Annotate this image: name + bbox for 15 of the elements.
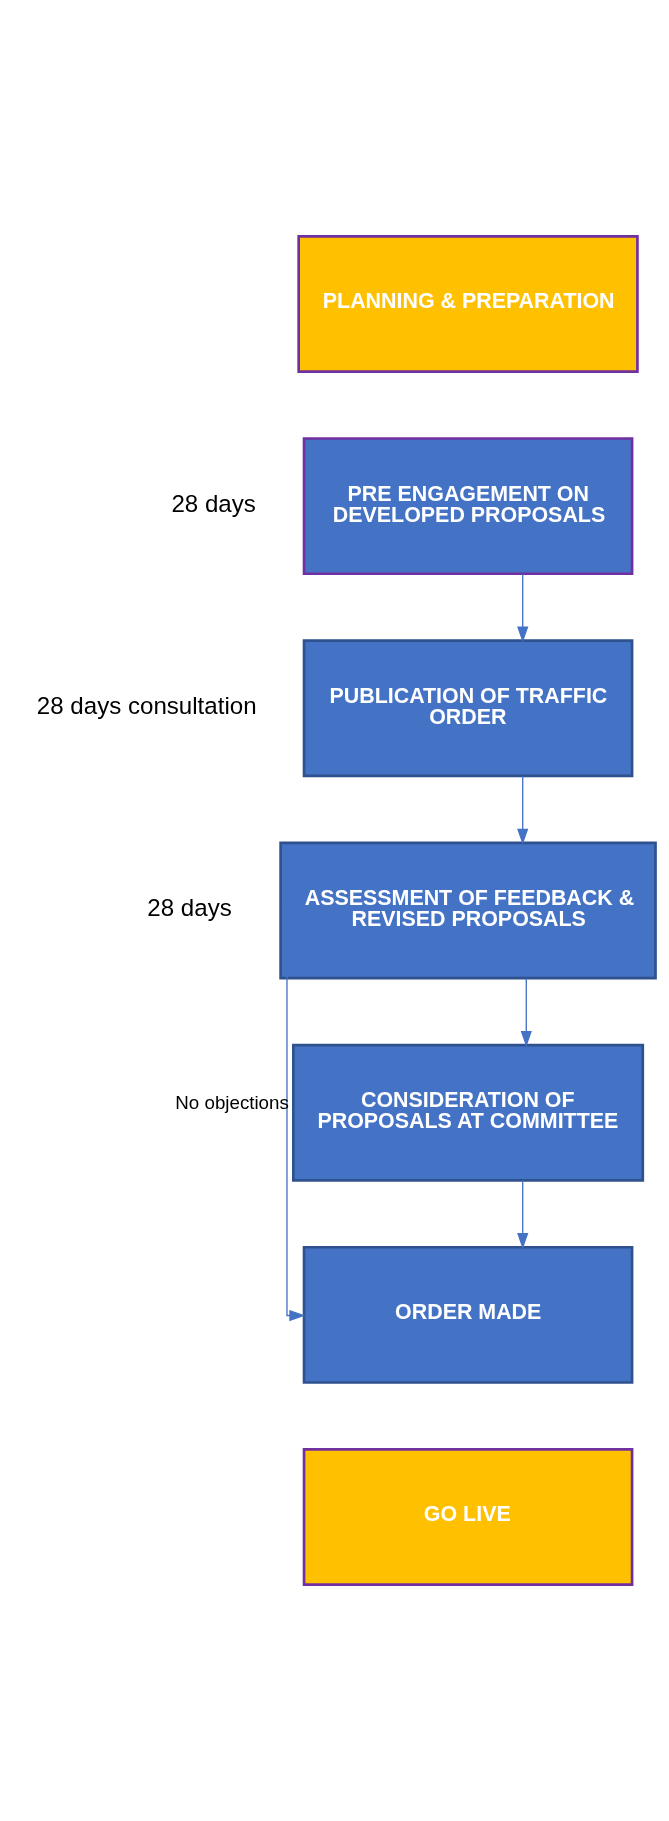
- node-label: 28 days: [171, 490, 256, 518]
- arrow: [520, 977, 532, 1047]
- node-box: ASSESSMENT OF FEEDBACK & REVISED PROPOSALS: [279, 841, 657, 980]
- node-label: 28 days: [147, 894, 232, 922]
- node-box: PLANNING & PREPARATION: [297, 235, 639, 373]
- node-label: 28 days consultation: [36, 692, 257, 720]
- node-box: CONSIDERATION OF PROPOSALS AT COMMITTEE: [292, 1043, 645, 1182]
- arrow: [517, 573, 529, 643]
- edge-label: No objections: [175, 1092, 289, 1114]
- arrow: [517, 1179, 529, 1250]
- node-box: PRE ENGAGEMENT ON DEVELOPED PROPOSALS: [302, 437, 634, 576]
- arrow: [517, 775, 529, 845]
- node-box: GO LIVE: [302, 1448, 634, 1586]
- node-box: PUBLICATION OF TRAFFIC ORDER: [302, 639, 634, 778]
- node-box: ORDER MADE: [302, 1245, 634, 1384]
